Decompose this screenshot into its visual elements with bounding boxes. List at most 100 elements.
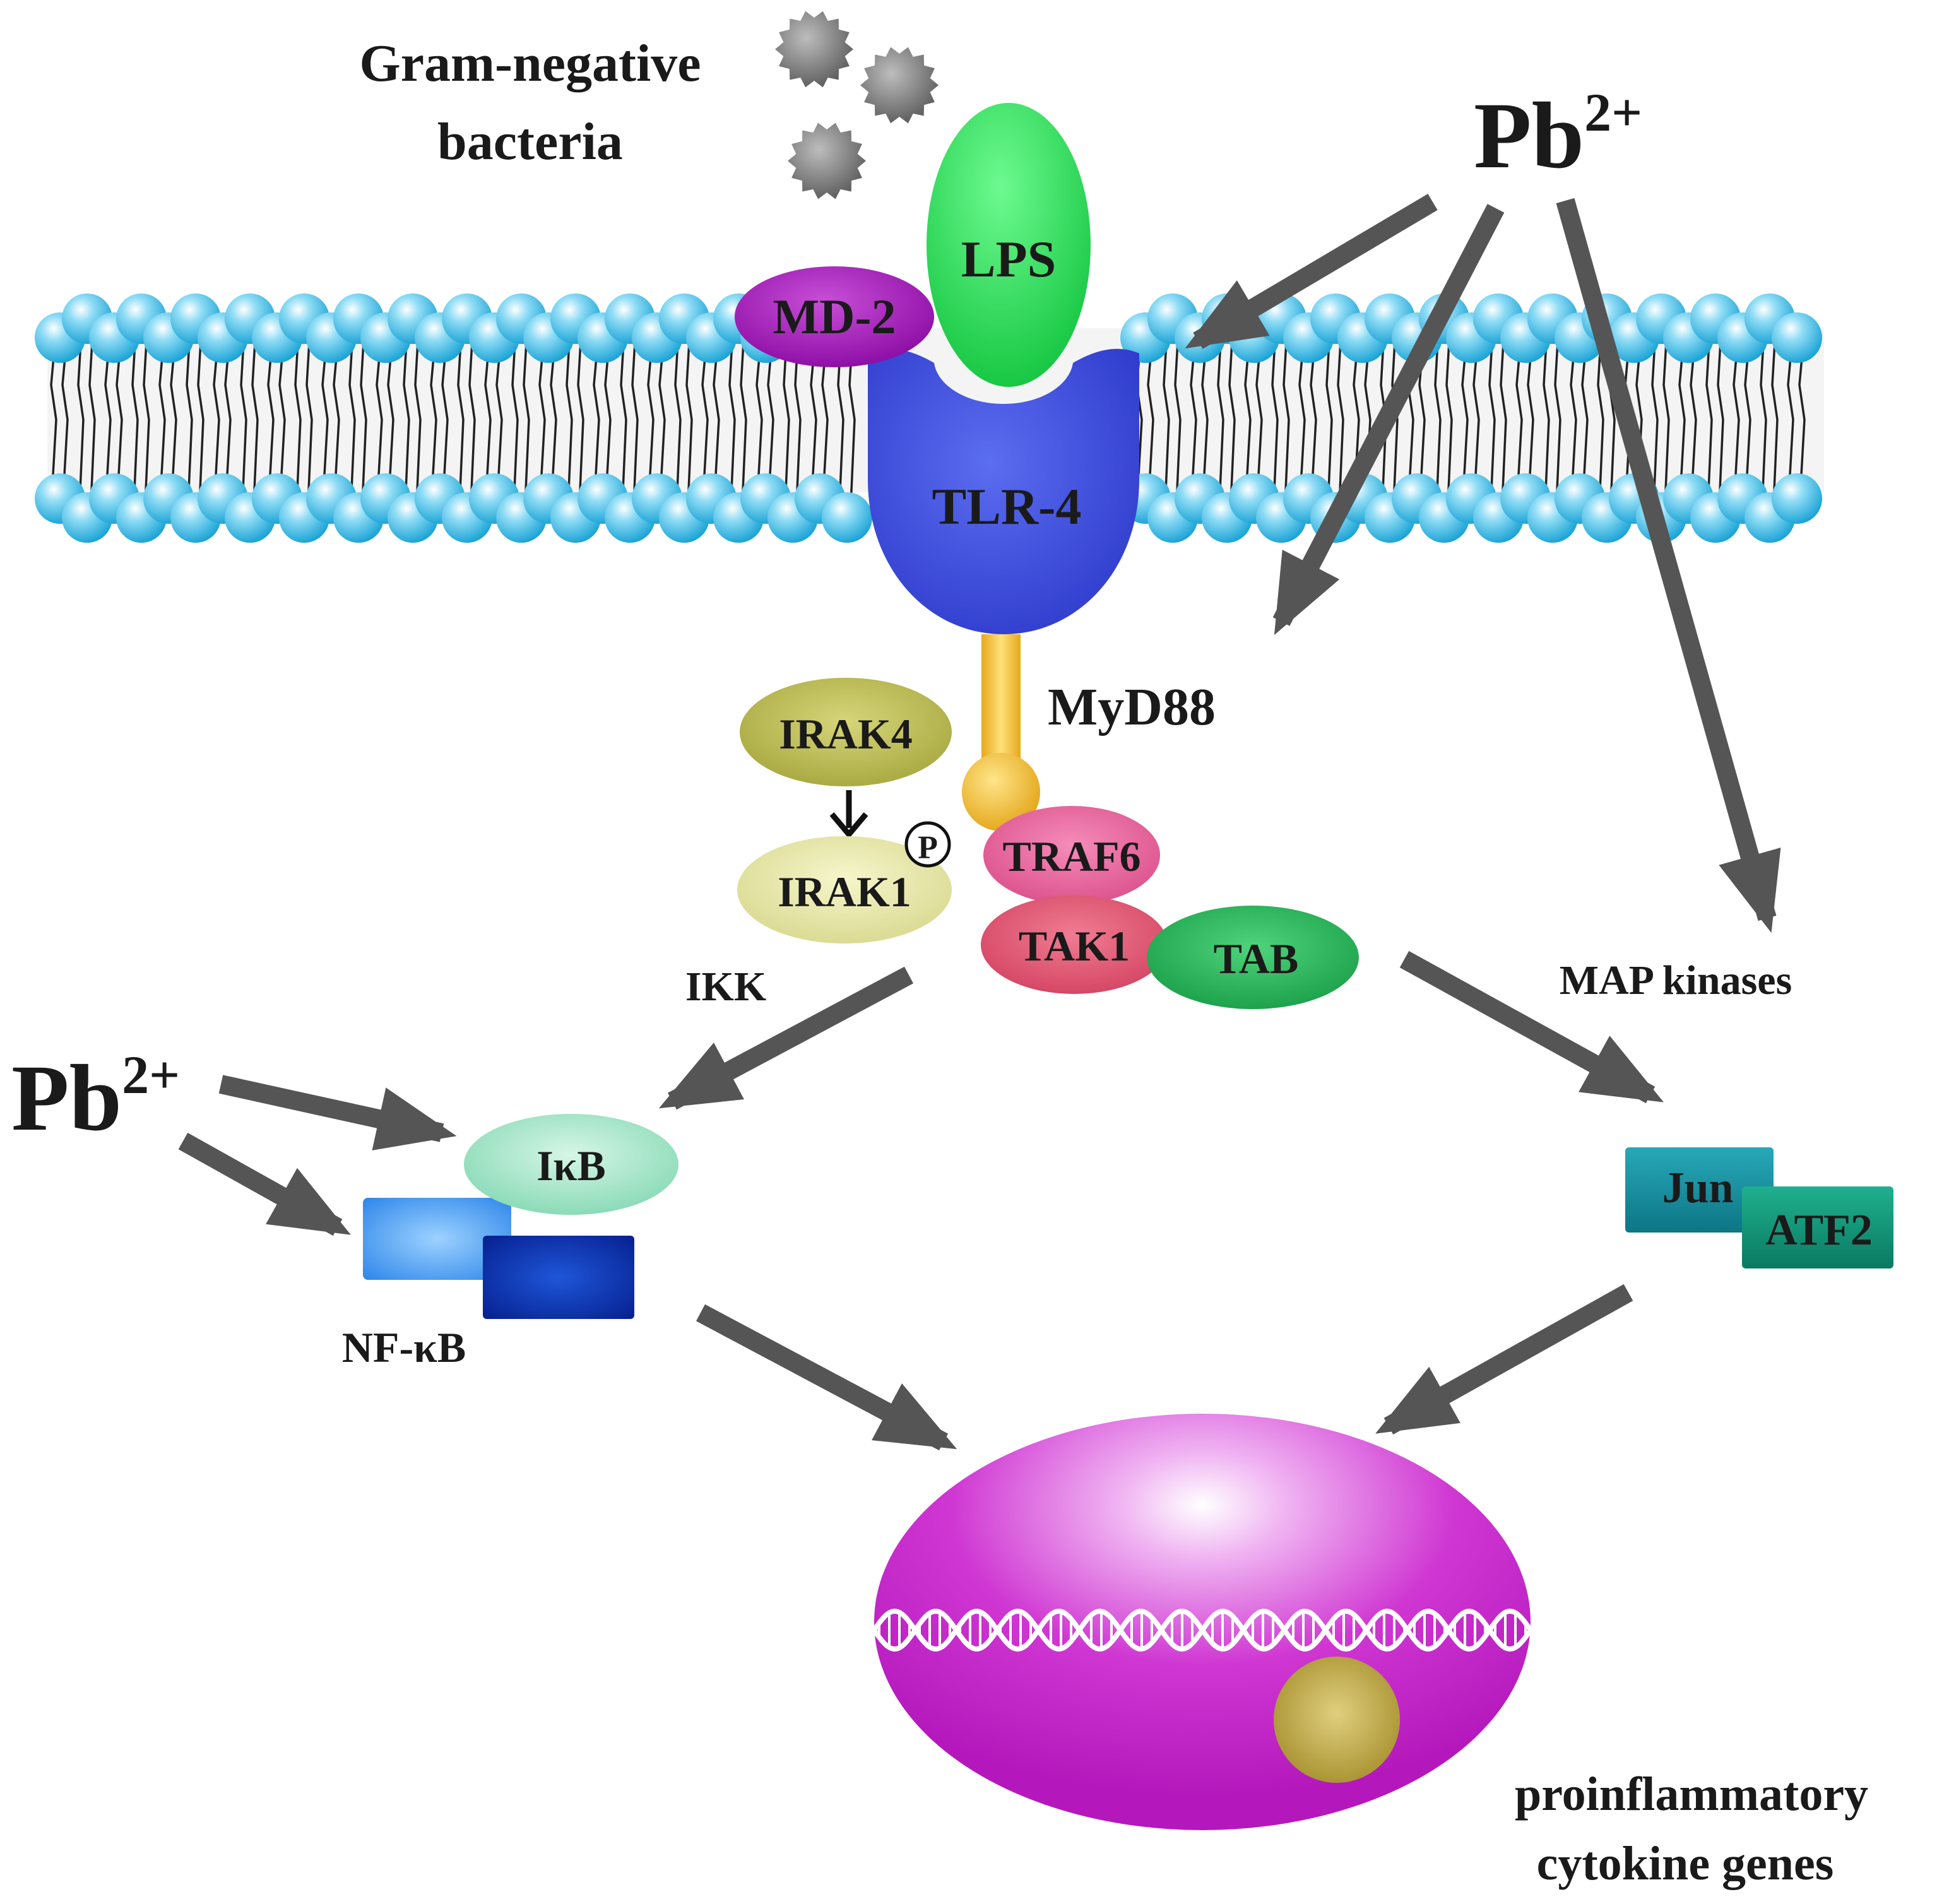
lipid-tail <box>810 350 817 487</box>
lipid-tail <box>468 331 476 506</box>
irak1-protein <box>737 836 952 943</box>
tab-label: TAB <box>1214 935 1299 983</box>
lipid-tail <box>1771 331 1779 506</box>
arrow-pb-to-ikb <box>218 1075 457 1150</box>
lipid-tail <box>620 331 627 506</box>
atf2-label: ATF2 <box>1765 1206 1873 1255</box>
dna-helix-icon <box>872 1608 1533 1652</box>
lipid-tail <box>1570 350 1577 487</box>
lipid-tail <box>1597 331 1604 506</box>
lipid-tail <box>1337 331 1344 506</box>
lipid-tail <box>240 331 247 506</box>
lipid-tail <box>143 331 150 506</box>
lipid-tail <box>1581 350 1589 487</box>
lipid-tail <box>170 350 177 487</box>
irak1-label: IRAK1 <box>778 868 911 916</box>
irak4-label: IRAK4 <box>779 710 913 758</box>
lipid-tail <box>550 350 557 487</box>
lipid-tail <box>321 350 329 487</box>
lipid-tail <box>821 350 829 487</box>
lipid-tail <box>1488 331 1496 506</box>
lipid-tail <box>713 350 720 487</box>
lipid-tail <box>1472 350 1480 487</box>
lipid-tail <box>1283 331 1290 506</box>
genes-label-line2: cytokine genes <box>1537 1837 1834 1890</box>
lipid-tail <box>1434 331 1442 506</box>
jun-label: Jun <box>1662 1164 1734 1212</box>
lipid-tail <box>658 350 666 487</box>
lipid-tail <box>1662 331 1670 506</box>
arrow-pb-to-myd88 <box>1272 204 1505 636</box>
lipid-tail <box>224 350 232 487</box>
lipid-tail <box>604 350 612 487</box>
phosphate-label: P <box>918 830 938 866</box>
lipid-tail <box>1298 350 1306 487</box>
irak4-protein <box>740 678 952 786</box>
ikk-label: IKK <box>685 964 766 1010</box>
lipid-head <box>1772 312 1822 363</box>
lipid-tail <box>333 350 340 487</box>
lipid-tail <box>1353 350 1360 487</box>
phosphorylation-arrow <box>829 790 868 839</box>
jun-protein <box>1625 1147 1774 1233</box>
gram-negative-label: Gram-negative <box>359 34 701 93</box>
lipid-tail <box>728 331 736 506</box>
arrow-pb-to-nfkb <box>178 1132 351 1236</box>
lipid-tail <box>1380 331 1387 506</box>
lipid-tail <box>1717 331 1724 506</box>
lipid-head <box>822 492 872 543</box>
lead-ion-label-top: Pb2+ <box>1474 82 1642 188</box>
lipid-tail <box>1228 331 1236 506</box>
lipid-tail <box>376 350 383 487</box>
lead-charge-top: 2+ <box>1584 82 1642 143</box>
lipid-tail <box>1163 331 1170 506</box>
lipid-tail <box>61 350 69 487</box>
lipid-tail <box>1201 350 1209 487</box>
bacterium-icon <box>860 47 939 124</box>
nfkb-subunit-p50 <box>363 1198 511 1280</box>
lipid-heads-lower <box>35 473 1822 543</box>
lipid-tail <box>158 350 166 487</box>
lipid-tail <box>430 350 437 487</box>
lipid-tail <box>348 331 356 506</box>
lipid-tail <box>1325 331 1333 506</box>
lps-label: LPS <box>961 230 1056 288</box>
lipid-tail <box>1190 350 1197 487</box>
transcription-factor-ball <box>1274 1657 1400 1783</box>
lipid-tail <box>1733 350 1740 487</box>
lipid-tail <box>1760 331 1767 506</box>
lipid-tail <box>538 350 546 487</box>
lipid-tail <box>1543 331 1550 506</box>
md2-protein <box>735 266 934 367</box>
arrow-pb-to-membrane <box>1185 194 1438 349</box>
lipid-tail <box>457 331 465 506</box>
lipid-tail <box>88 331 96 506</box>
bacteria-label: bacteria <box>437 112 623 171</box>
lipid-tail <box>1527 350 1534 487</box>
tak1-protein <box>981 896 1168 994</box>
genes-label-line1: proinflammatory <box>1515 1768 1868 1821</box>
lipid-heads-upper <box>35 293 1822 363</box>
lipid-tail <box>1798 350 1806 487</box>
lipid-tail <box>484 350 492 487</box>
ikb-protein <box>464 1114 678 1215</box>
nucleus <box>874 1414 1531 1830</box>
pathway-arrows <box>178 194 1781 1451</box>
map-kinases-label: MAP kinases <box>1560 957 1792 1003</box>
lipid-tail <box>631 331 639 506</box>
lipid-tail <box>414 331 422 506</box>
lipid-tail <box>647 350 655 487</box>
tlr4-label: TLR-4 <box>932 478 1082 535</box>
lipid-tail <box>441 350 449 487</box>
lipid-tail <box>267 350 275 487</box>
lipid-tail <box>1787 350 1794 487</box>
lipid-tail <box>1554 331 1561 506</box>
lead-symbol-left: Pb <box>11 1046 122 1150</box>
nfkb-subunit-p65 <box>483 1236 634 1319</box>
lipid-tail <box>104 350 112 487</box>
lipid-tail <box>1271 331 1279 506</box>
lipid-tail <box>251 331 259 506</box>
lipid-tail <box>593 350 600 487</box>
lipid-tail <box>566 331 573 506</box>
lipid-tail <box>1705 331 1713 506</box>
